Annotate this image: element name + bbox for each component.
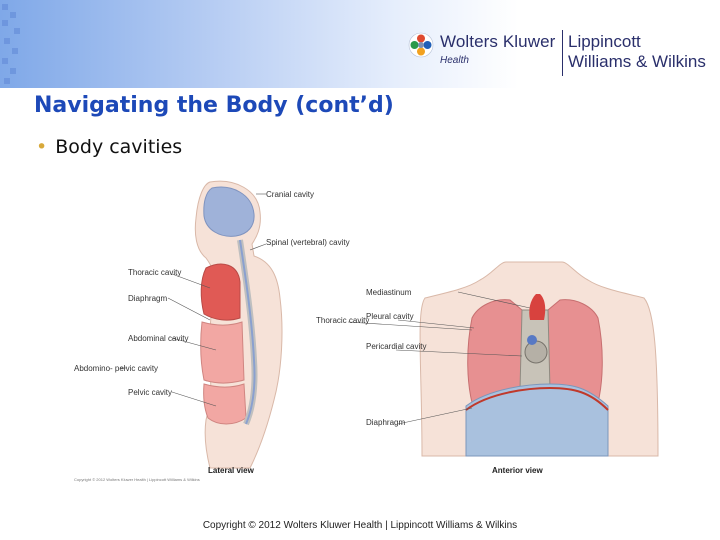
label-mediastinum: Mediastinum: [366, 288, 412, 297]
bullet-dot-icon: •: [36, 136, 48, 158]
publisher-line-2: Williams & Wilkins: [568, 52, 706, 71]
slide-title: Navigating the Body (cont’d): [34, 93, 394, 118]
label-pleural-cavity: Pleural cavity: [366, 312, 414, 321]
bullet-text: Body cavities: [55, 136, 183, 158]
brand-sub: Health: [440, 55, 469, 66]
slide-footer-copyright: Copyright © 2012 Wolters Kluwer Health |…: [202, 520, 518, 531]
brand-name: Wolters Kluwer: [440, 32, 556, 51]
header-decoration: [0, 0, 26, 88]
bullet-item: • Body cavities: [36, 136, 182, 158]
label-thoracic-cavity-anterior: Thoracic cavity: [316, 316, 370, 325]
lateral-view-label: Lateral view: [208, 466, 254, 475]
label-abdominal-cavity: Abdominal cavity: [128, 334, 189, 343]
label-pericardial-cavity: Pericardial cavity: [366, 342, 427, 351]
label-diaphragm-anterior: Diaphragm: [366, 418, 406, 427]
label-pelvic-cavity: Pelvic cavity: [128, 388, 173, 397]
figure-copyright: Copyright © 2012 Wolters Kluwer Health |…: [74, 477, 200, 482]
slide-header-banner: Wolters Kluwer Health Lippincott William…: [0, 0, 720, 88]
logo-divider: [562, 30, 563, 76]
label-diaphragm-lateral: Diaphragm: [128, 294, 168, 303]
label-spinal-cavity: Spinal (vertebral) cavity: [266, 238, 350, 247]
label-cranial-cavity: Cranial cavity: [266, 190, 315, 199]
anterior-view-label: Anterior view: [492, 466, 543, 475]
label-abdominopelvic-cavity: Abdomino- pelvic cavity: [74, 364, 159, 373]
publisher-line-1: Lippincott: [568, 32, 641, 51]
lateral-view-drawing: [120, 180, 283, 469]
label-thoracic-cavity-lateral: Thoracic cavity: [128, 268, 182, 277]
anatomy-illustration: [120, 180, 659, 469]
anterior-view-drawing: [347, 261, 659, 457]
body-cavities-figure: Cranial cavity Spinal (vertebral) cavity…: [60, 170, 660, 490]
wolters-kluwer-logo-icon: [408, 32, 434, 58]
publisher-name: Lippincott Williams & Wilkins: [568, 32, 706, 72]
